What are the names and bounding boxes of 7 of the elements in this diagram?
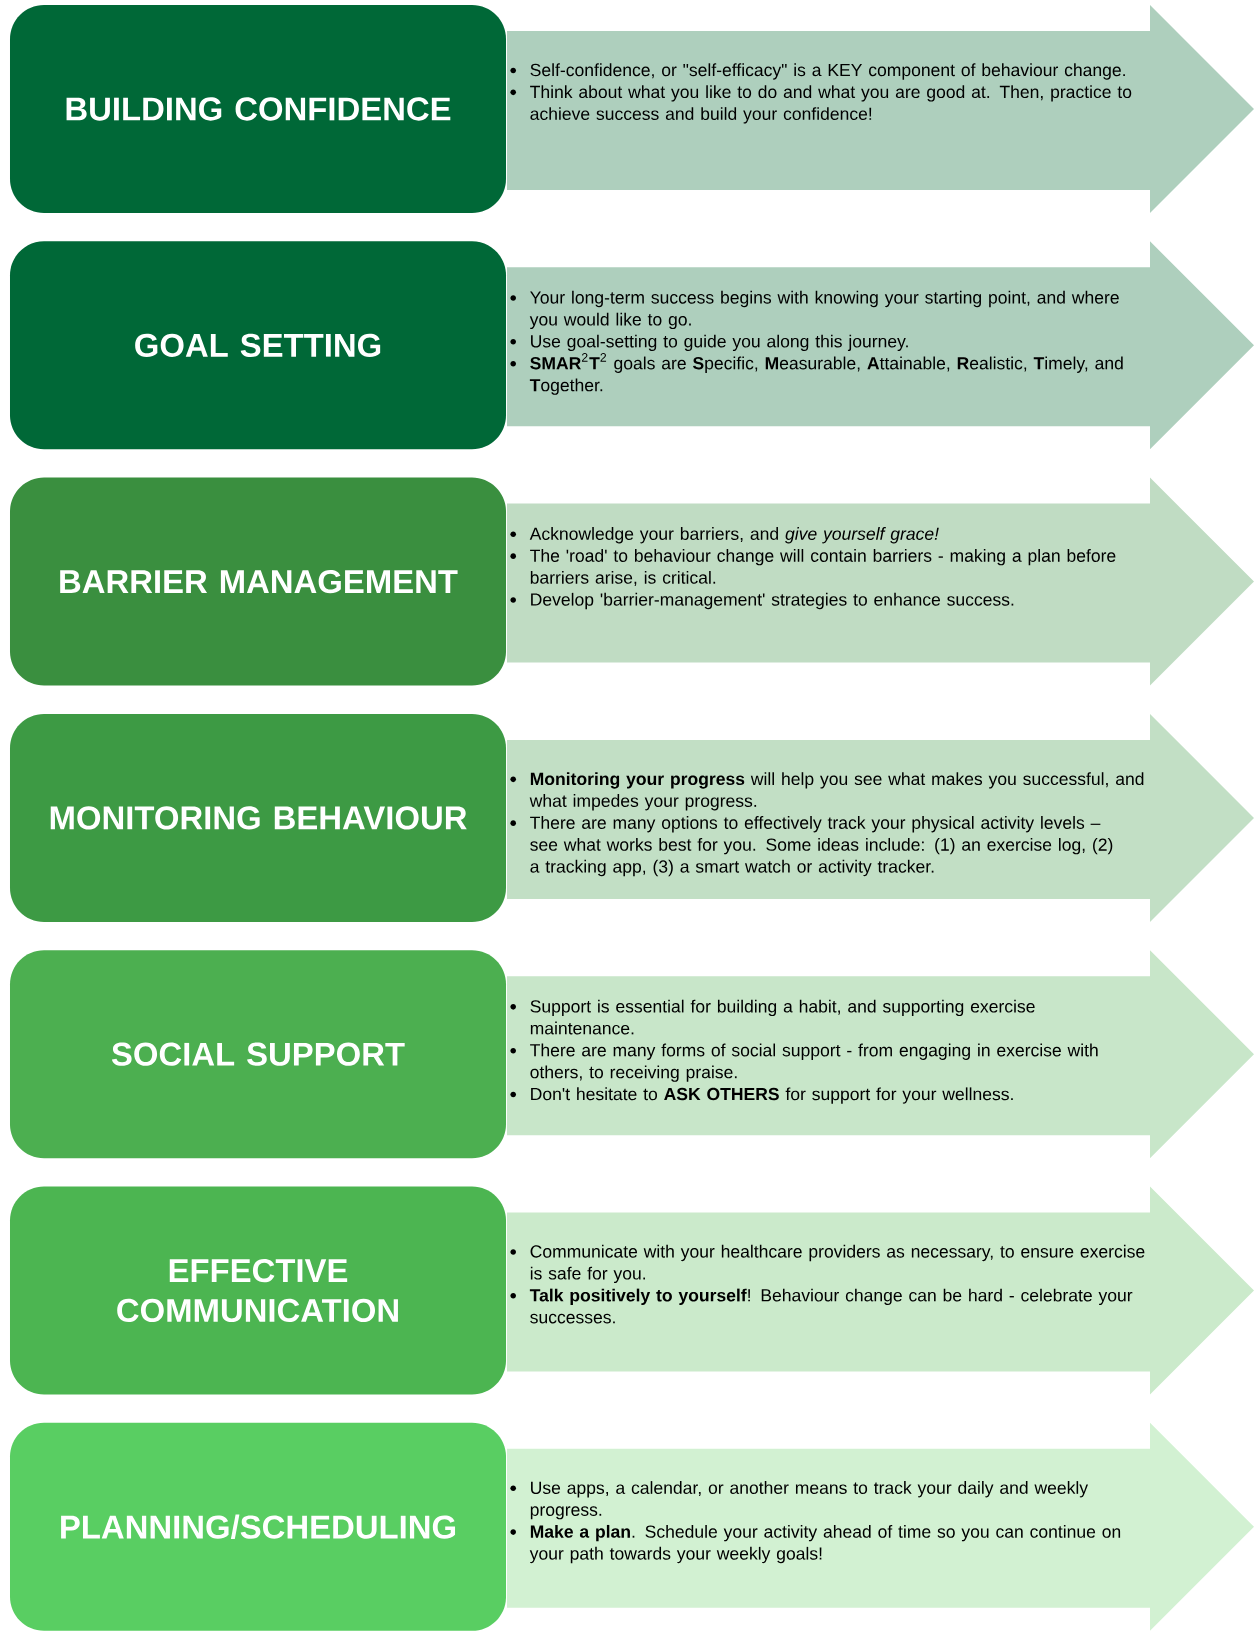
heading-box: GOAL SETTING xyxy=(10,241,506,450)
heading-box: MONITORING BEHAVIOUR xyxy=(10,713,506,922)
heading-box: PLANNING/SCHEDULING xyxy=(10,1422,506,1631)
heading-box: SOCIAL SUPPORT xyxy=(10,950,506,1159)
heading-box: BUILDING CONFIDENCE xyxy=(10,5,506,213)
heading-box: EFFECTIVE COMMUNICATION xyxy=(10,1186,506,1395)
heading-box: BARRIER MANAGEMENT xyxy=(10,477,506,686)
